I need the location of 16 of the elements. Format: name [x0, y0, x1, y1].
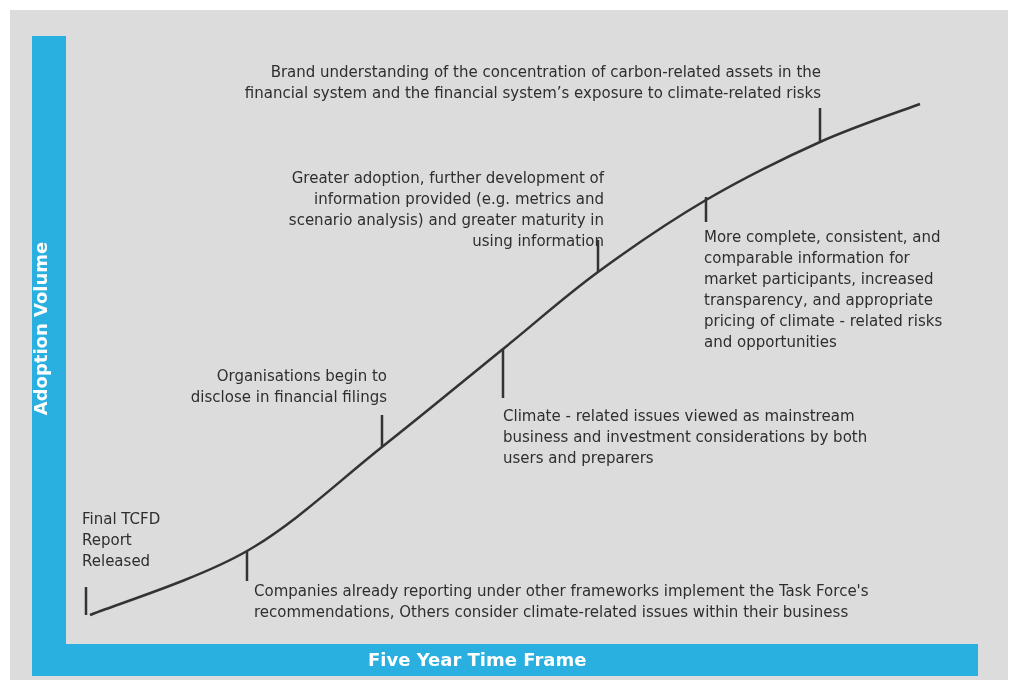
leader-line	[501, 349, 505, 398]
annotation-text: Companies already reporting under other frameworks implement the Task Force's recommendations, Others consider climate-related issues within their business	[254, 581, 904, 623]
annotation-text: Final TCFD Report Released	[82, 509, 192, 572]
annotation-text: Organisations begin to disclose in financial filings	[187, 366, 387, 408]
annotation-text: Greater adoption, further development of information provided (e.g. metrics and scenario analysis) and greater maturity in using information	[269, 168, 604, 252]
x-axis-title: Five Year Time Frame	[368, 649, 587, 670]
leader-line	[84, 587, 88, 615]
annotation-text: Climate - related issues viewed as mainstream business and investment considerations by both users and preparers	[503, 406, 903, 469]
annotation-text: More complete, consistent, and comparable information for market participants, increased transparency, and appropriate pricing of climate - related risks and opportunities	[704, 227, 954, 353]
y-axis-title: Adoption Volume	[30, 241, 52, 416]
leader-line	[596, 240, 600, 272]
annotation-text: Brand understanding of the concentration of carbon-related assets in the financial system and the financial system’s exposure to climate-related risks	[221, 62, 821, 104]
leader-line	[704, 197, 708, 222]
leader-line	[818, 108, 822, 142]
leader-line	[380, 415, 384, 447]
leader-line	[245, 551, 249, 581]
